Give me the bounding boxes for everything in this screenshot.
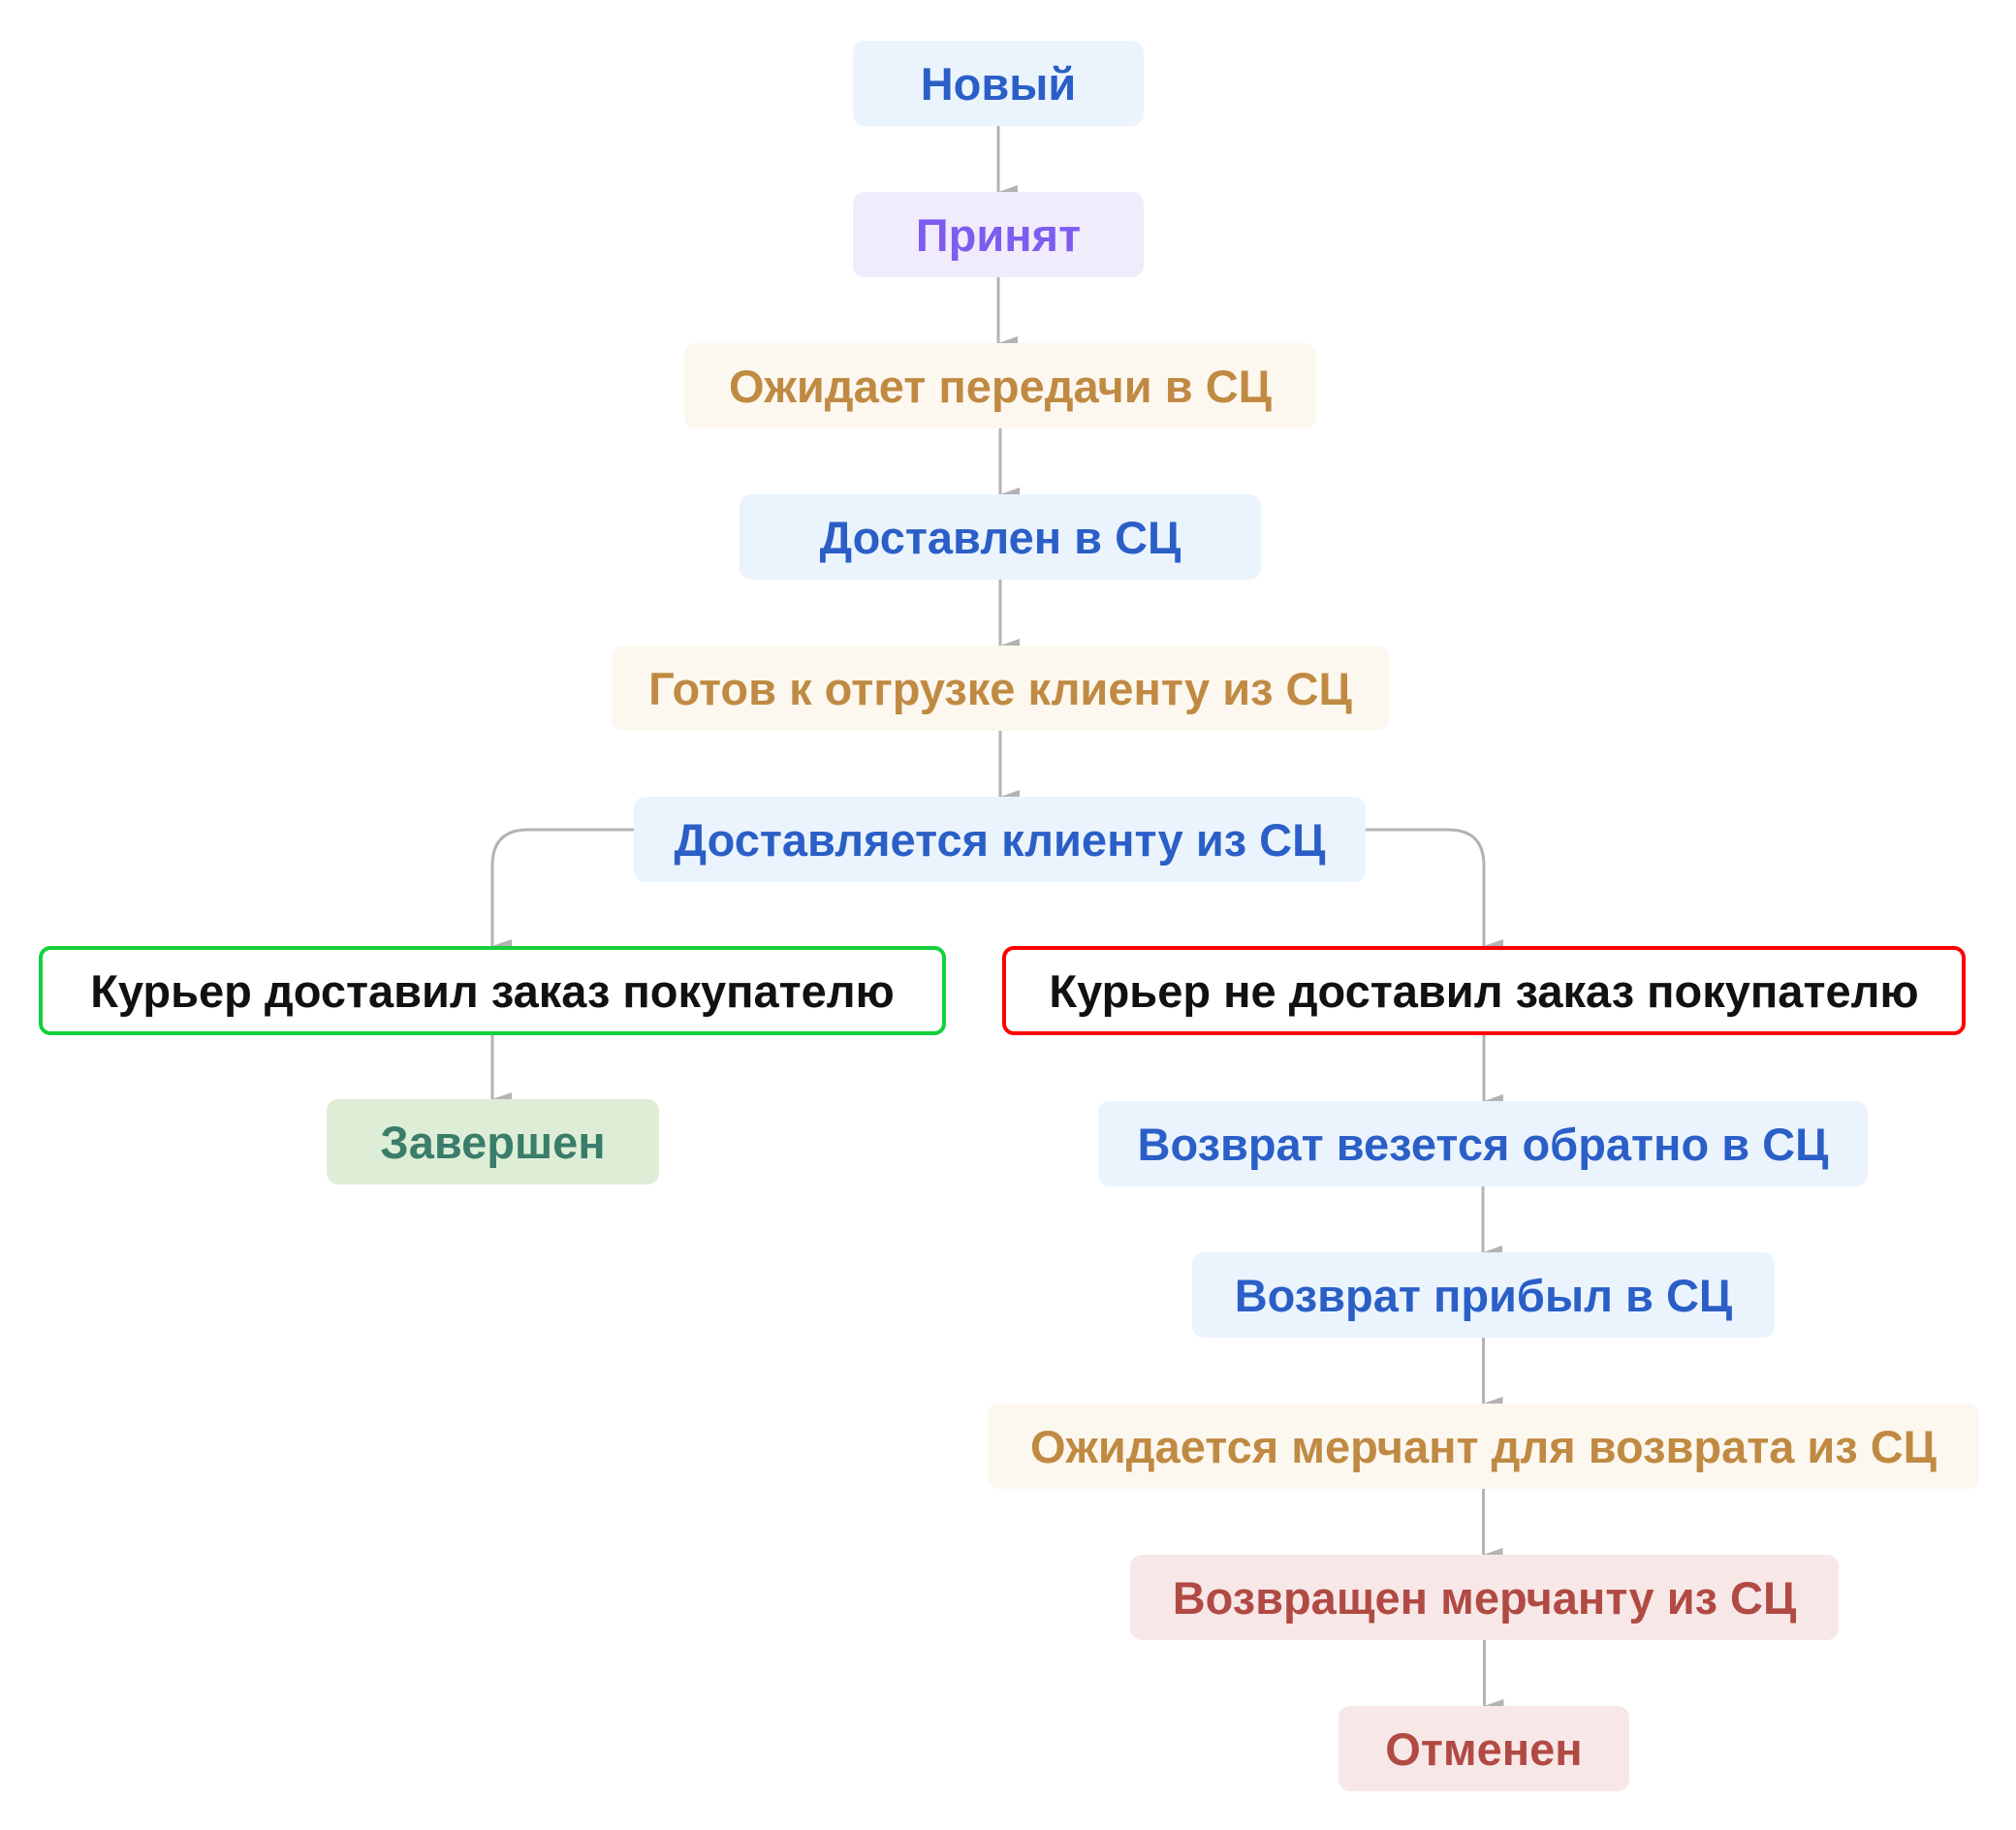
node-label: Готов к отгрузке клиенту из СЦ — [648, 662, 1352, 714]
node-courier-delivered: Курьер доставил заказ покупателю — [39, 946, 946, 1035]
node-delivered-to-sc: Доставлен в СЦ — [740, 494, 1261, 580]
node-delivering-to-client: Доставляется клиенту из СЦ — [634, 797, 1366, 882]
node-returned-to-merchant: Возвращен мерчанту из СЦ — [1130, 1555, 1839, 1640]
node-label: Ожидается мерчант для возврата из СЦ — [1029, 1420, 1937, 1472]
node-new: Новый — [853, 41, 1144, 126]
node-label: Курьер доставил заказ покупателю — [90, 964, 895, 1017]
node-label: Доставлен в СЦ — [819, 511, 1181, 563]
node-label: Возвращен мерчанту из СЦ — [1172, 1571, 1797, 1624]
node-awaiting-transfer: Ожидает передачи в СЦ — [684, 343, 1316, 428]
node-label: Новый — [920, 57, 1077, 110]
node-cancelled: Отменен — [1339, 1706, 1629, 1791]
node-label: Возврат везется обратно в СЦ — [1137, 1118, 1829, 1170]
node-label: Курьер не доставил заказ покупателю — [1049, 964, 1919, 1017]
node-label: Доставляется клиенту из СЦ — [674, 813, 1326, 866]
node-completed: Завершен — [327, 1099, 659, 1184]
edge-delivering-to-ok — [490, 828, 634, 953]
edge-delivering-to-fail — [1366, 828, 1503, 953]
node-label: Завершен — [380, 1116, 606, 1168]
node-return-arrived: Возврат прибыл в СЦ — [1192, 1252, 1775, 1338]
node-label: Принят — [915, 208, 1082, 261]
node-return-in-transit: Возврат везется обратно в СЦ — [1098, 1101, 1868, 1186]
node-label: Ожидает передачи в СЦ — [729, 360, 1272, 412]
node-awaiting-merchant: Ожидается мерчант для возврата из СЦ — [988, 1404, 1979, 1489]
node-ready-for-shipment: Готов к отгрузке клиенту из СЦ — [612, 646, 1389, 731]
node-label: Отменен — [1385, 1722, 1583, 1775]
node-courier-not-delivered: Курьер не доставил заказ покупателю — [1002, 946, 1966, 1035]
node-label: Возврат прибыл в СЦ — [1234, 1269, 1733, 1321]
node-accepted: Принят — [853, 192, 1144, 277]
